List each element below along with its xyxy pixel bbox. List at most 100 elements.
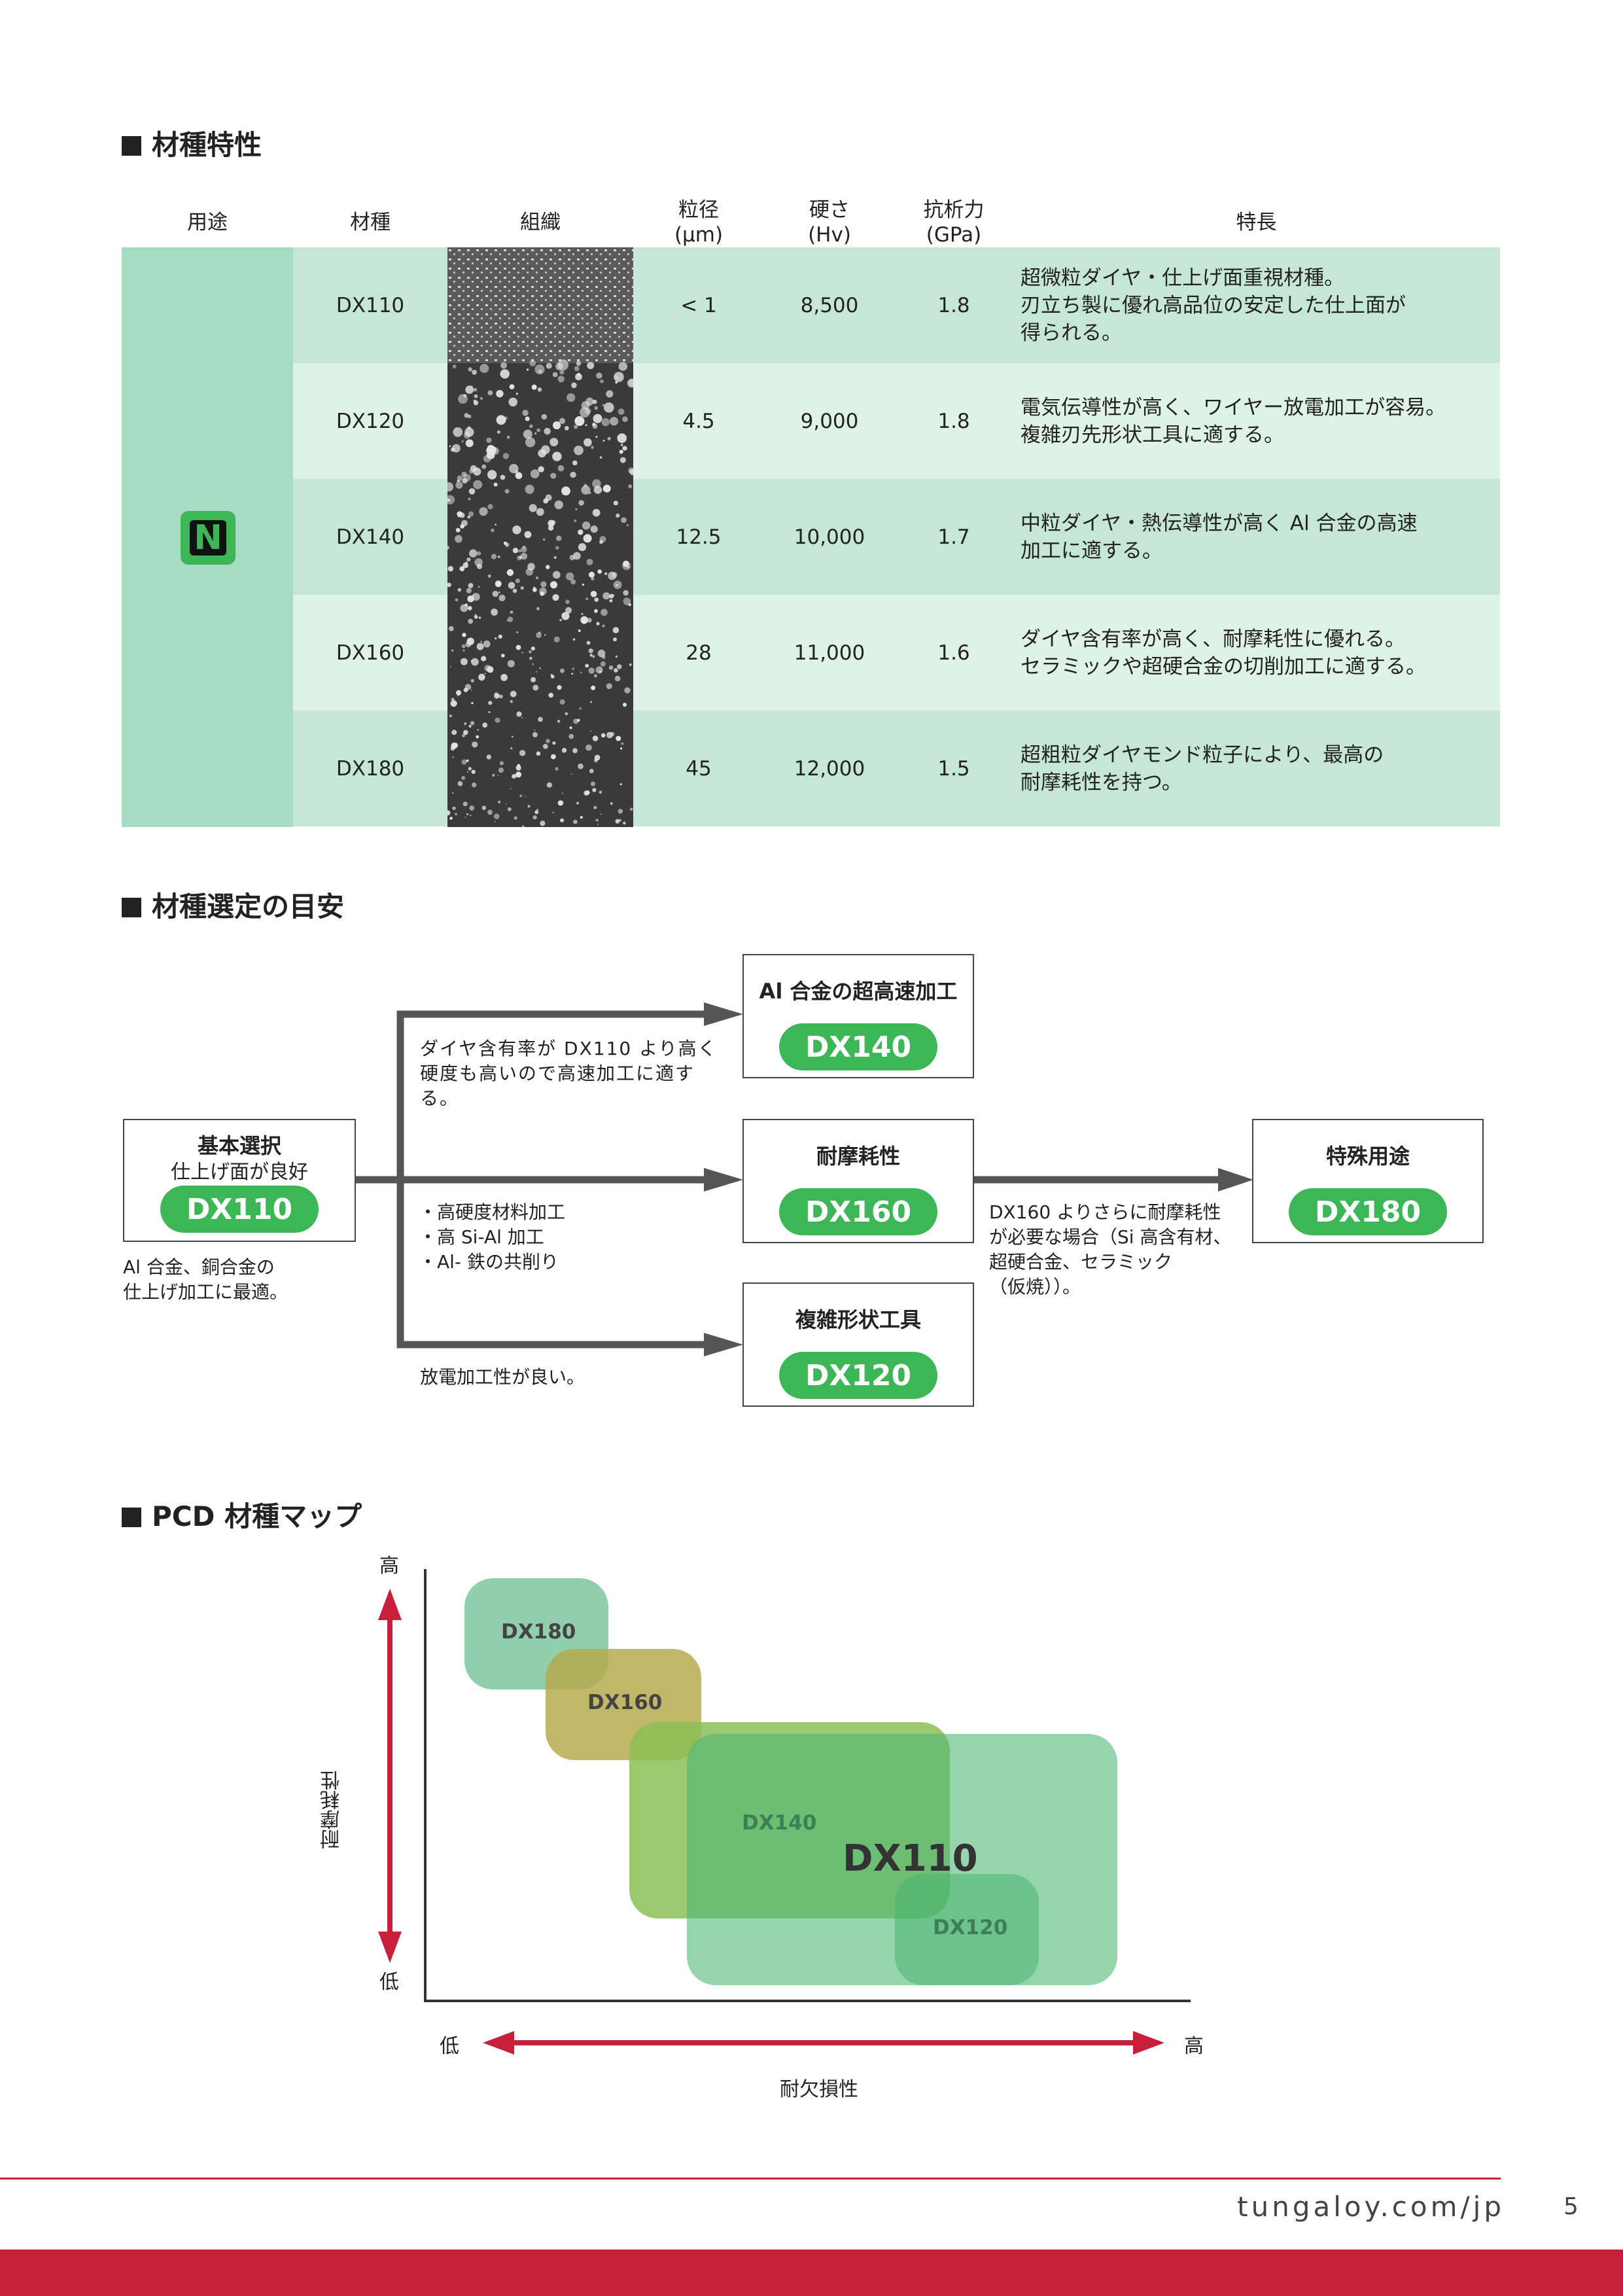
label-dx110: DX110 bbox=[843, 1837, 978, 1880]
microstructure-speck bbox=[468, 724, 472, 728]
microstructure-speck bbox=[451, 698, 455, 701]
microstructure-speck bbox=[599, 790, 602, 794]
microstructure-speck bbox=[529, 424, 533, 429]
microstructure-speck bbox=[483, 455, 491, 463]
microstructure-speck bbox=[457, 475, 463, 482]
microstructure-speck bbox=[488, 701, 493, 705]
microstructure-speck bbox=[476, 735, 480, 739]
label-dx180: DX180 bbox=[501, 1620, 576, 1644]
microstructure-speck bbox=[529, 656, 532, 660]
microstructure-speck bbox=[452, 806, 456, 810]
microstructure-speck bbox=[612, 627, 620, 633]
microstructure-speck bbox=[519, 750, 526, 756]
grade-pill-dx110: DX110 bbox=[160, 1186, 319, 1233]
header-strength: 抗析力(GPa) bbox=[923, 198, 985, 247]
microstructure-speck bbox=[451, 742, 458, 749]
microstructure-speck bbox=[552, 372, 558, 378]
microstructure-speck bbox=[452, 756, 454, 758]
microstructure-speck bbox=[615, 819, 620, 824]
microstructure-speck bbox=[521, 546, 527, 553]
microstructure-speck bbox=[493, 482, 498, 487]
microstructure-speck bbox=[620, 783, 622, 786]
microstructure-speck bbox=[540, 821, 546, 826]
microstructure-speck bbox=[470, 465, 477, 472]
microstructure-speck bbox=[602, 404, 605, 407]
microstructure-speck bbox=[464, 817, 466, 818]
microstructure-speck bbox=[533, 586, 536, 590]
microstructure-speck bbox=[487, 470, 497, 480]
microstructure-speck bbox=[621, 517, 627, 523]
strength-cell: 1.7 bbox=[937, 525, 970, 549]
high-speed-al-note: ダイヤ含有率が DX110 より高く 硬度も高いので高速加工に適す る。 bbox=[420, 1038, 718, 1109]
microstructure-speck bbox=[546, 362, 552, 369]
microstructure-speck bbox=[595, 666, 603, 674]
microstructure-speck bbox=[596, 622, 600, 626]
microstructure-speck bbox=[512, 525, 521, 535]
features-cell: 電気伝導性が高く、ワイヤー放電加工が容易。 複雑刃先形状工具に適する。 bbox=[1021, 395, 1446, 447]
microstructure-speck bbox=[552, 741, 556, 745]
microstructure-speck bbox=[536, 751, 541, 756]
microstructure-speck bbox=[576, 361, 582, 366]
microstructure-speck bbox=[585, 744, 592, 751]
microstructure-speck bbox=[588, 571, 595, 578]
microstructure-speck bbox=[620, 457, 626, 463]
microstructure-speck bbox=[594, 754, 601, 761]
microstructure-speck bbox=[536, 508, 544, 516]
microstructure-speck bbox=[525, 568, 534, 576]
grain-cell: 12.5 bbox=[676, 525, 722, 549]
microstructure-speck bbox=[573, 819, 578, 824]
microstructure-speck bbox=[519, 556, 523, 559]
microstructure-speck bbox=[559, 619, 562, 622]
microstructure-speck bbox=[582, 620, 586, 624]
microstructure-speck bbox=[530, 469, 540, 478]
header-structure: 組織 bbox=[520, 211, 561, 234]
map-x-axis-line bbox=[424, 2000, 1191, 2002]
microstructure-speck bbox=[588, 667, 595, 674]
microstructure-speck bbox=[574, 416, 585, 426]
microstructure-speck bbox=[464, 603, 468, 607]
microstructure-speck bbox=[615, 381, 618, 384]
special-use-note: DX160 よりさらに耐摩耗性 が必要な場合（Si 高含有材、 超硬合金、セラミ… bbox=[989, 1201, 1232, 1298]
microstructure-speck bbox=[515, 771, 522, 778]
microstructure-speck bbox=[447, 582, 451, 588]
microstructure-speck bbox=[565, 712, 568, 716]
microstructure-speck bbox=[495, 717, 500, 723]
microstructure-speck bbox=[532, 588, 537, 592]
microstructure-speck bbox=[501, 654, 505, 658]
microstructure-speck bbox=[464, 722, 467, 725]
strength-cell: 1.5 bbox=[937, 756, 970, 781]
microstructure-speck bbox=[469, 805, 475, 811]
microstructure-speck bbox=[572, 460, 578, 466]
microstructure-speck bbox=[553, 421, 561, 430]
microstructure-speck bbox=[601, 733, 606, 738]
microstructure-speck bbox=[526, 368, 529, 371]
hardness-cell: 8,500 bbox=[800, 293, 859, 317]
microstructure-speck bbox=[520, 552, 528, 560]
region-dx120 bbox=[895, 1874, 1039, 1985]
microstructure-speck bbox=[516, 711, 522, 717]
microstructure-speck bbox=[602, 624, 605, 627]
microstructure-speck bbox=[496, 390, 504, 398]
microstructure-speck bbox=[455, 598, 459, 602]
microstructure-speck bbox=[510, 699, 513, 703]
grade-pill-dx120: DX120 bbox=[779, 1352, 937, 1399]
microstructure-speck bbox=[451, 730, 457, 735]
microstructure-speck bbox=[513, 774, 517, 778]
grade-cell: DX180 bbox=[336, 756, 405, 781]
microstructure-speck bbox=[539, 667, 541, 669]
microstructure-speck bbox=[546, 565, 550, 569]
microstructure-speck bbox=[560, 818, 565, 822]
microstructure-speck bbox=[450, 666, 452, 667]
microstructure-speck bbox=[624, 687, 631, 694]
basic-selection-title: 基本選択 bbox=[197, 1133, 281, 1158]
microstructure-speck bbox=[552, 594, 559, 601]
microstructure-speck bbox=[487, 809, 493, 815]
microstructure-speck bbox=[518, 549, 522, 553]
microstructure-speck bbox=[592, 735, 599, 741]
microstructure-speck bbox=[469, 549, 478, 557]
microstructure-speck bbox=[469, 814, 472, 817]
microstructure-speck bbox=[498, 800, 501, 804]
microstructure-speck bbox=[592, 508, 601, 517]
microstructure-speck bbox=[586, 559, 593, 565]
microstructure-speck bbox=[581, 485, 591, 495]
